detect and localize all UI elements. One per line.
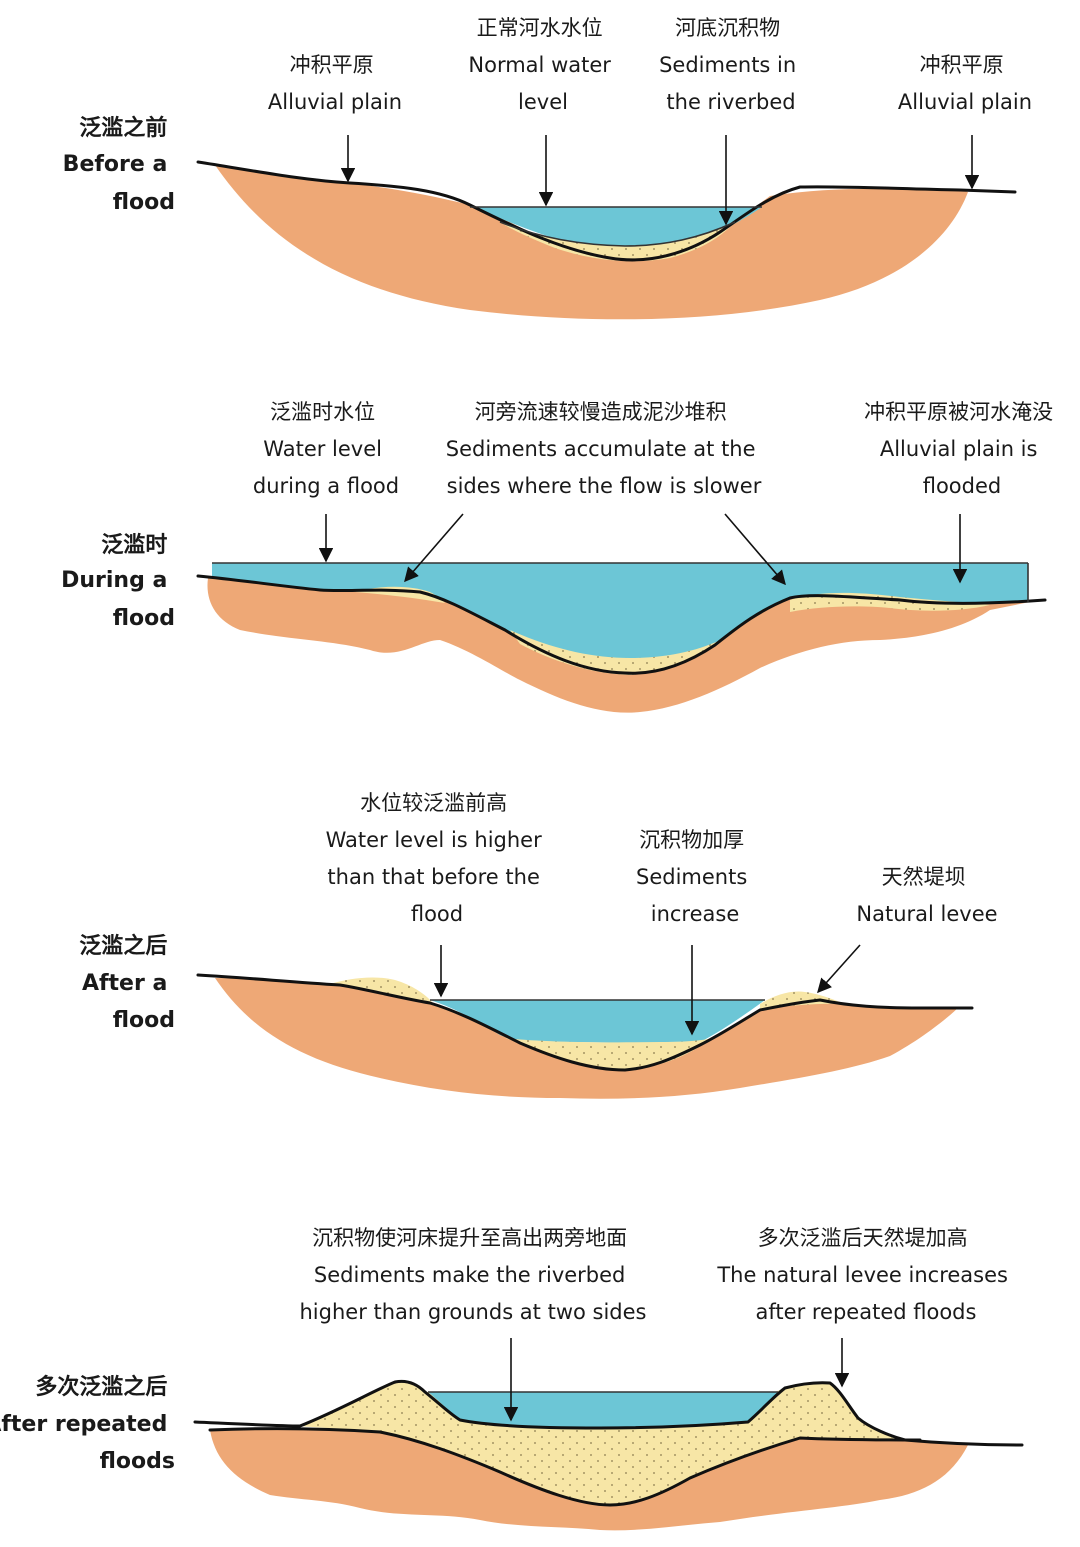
annotation-plain-flooded: 冲积平原被河水淹没 Alluvial plain is flooded: [864, 400, 1060, 498]
ground-line: [196, 160, 1017, 262]
annotation-alluvial-plain-left: 冲积平原 Alluvial plain: [268, 53, 402, 114]
arrow: [404, 513, 464, 583]
stage-during-flood: 泛滥时 During a flood 泛滥时水位 Water level dur…: [61, 400, 1060, 713]
annotation-riverbed-raised: 沉积物使河床提升至高出两旁地面 Sediments make the river…: [299, 1226, 646, 1324]
arrow: [817, 944, 861, 994]
annotation-riverbed-sediments: 河底沉积物 Sediments in the riverbed: [659, 16, 803, 114]
annotation-alluvial-plain-right: 冲积平原 Alluvial plain: [898, 53, 1032, 114]
soil-layer: [207, 578, 1041, 713]
annotation-natural-levee: 天然堤坝 Natural levee: [856, 865, 997, 926]
annotation-sediments-accumulate: 河旁流速较慢造成泥沙堆积 Sediments accumulate at the…: [446, 400, 762, 498]
stage-label: 泛滥之前 Before a flood: [63, 115, 175, 215]
annotation-normal-water-level: 正常河水水位 Normal water level: [468, 16, 617, 114]
stage-label: 泛滥时 During a flood: [61, 533, 175, 631]
stage-label: 泛滥之后 After a flood: [79, 933, 175, 1033]
ground-line: [193, 1379, 1024, 1447]
annotation-flood-water-level: 泛滥时水位 Water level during a flood: [253, 400, 399, 498]
stage-after-flood: 泛滥之后 After a flood 水位较泛滥前高 Water level i…: [79, 791, 998, 1099]
arrow: [724, 513, 786, 586]
ground-line: [196, 973, 974, 1072]
stage-after-repeated-floods: 多次泛滥之后 After repeated floods 沉积物使河床提升至高出…: [0, 1226, 1024, 1531]
ground-line: [196, 574, 1047, 675]
water-body: [430, 1000, 765, 1044]
annotation-levee-increases: 多次泛滥后天然堤加高 The natural levee increases a…: [716, 1226, 1014, 1324]
soil-layer: [215, 165, 968, 320]
stage-before-flood: 泛滥之前 Before a flood 冲积平原 Alluvial plain …: [63, 16, 1032, 320]
old-ground-line: [208, 1427, 922, 1507]
annotation-higher-water-level: 水位较泛滥前高 Water level is higher than that …: [326, 791, 549, 926]
annotation-sediments-increase: 沉积物加厚 Sediments increase: [636, 828, 754, 926]
stage-label: 多次泛滥之后 After repeated floods: [0, 1374, 175, 1474]
soil-layer: [210, 1428, 968, 1531]
